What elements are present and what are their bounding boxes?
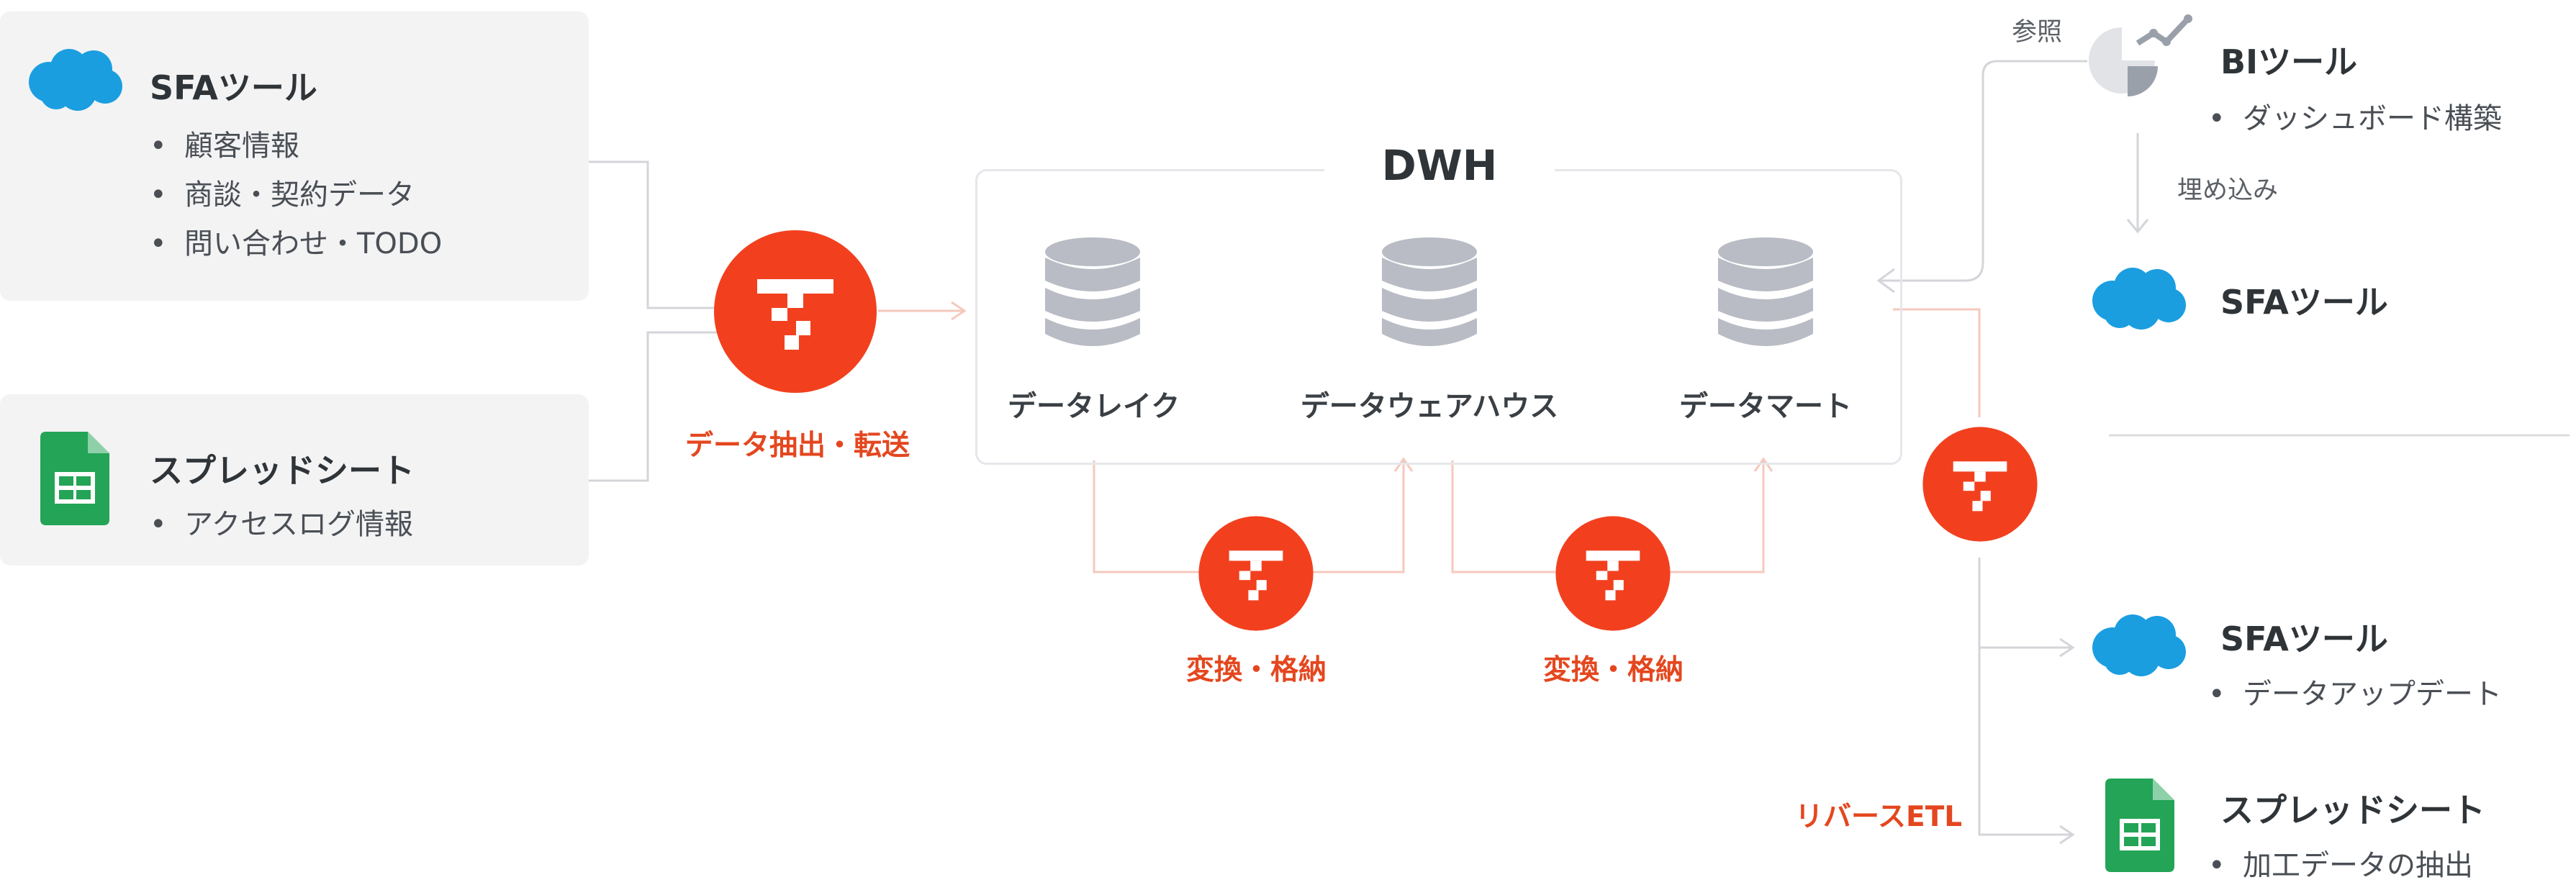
data-lake-label: データレイク (1008, 390, 1180, 423)
data-warehouse-database-icon (1382, 237, 1477, 346)
google-sheets-icon (40, 432, 109, 525)
salesforce-cloud-icon (29, 49, 122, 111)
reverse-to-sfa-arrowhead (2059, 637, 2075, 658)
embed-target-title: SFAツール (2220, 283, 2388, 322)
data-mart-database-icon (1718, 237, 1813, 346)
dest-sfa-title: SFAツール (2220, 620, 2388, 658)
transform-label-1: 変換・格納 (1186, 654, 1327, 686)
source-sfa-item: 商談・契約データ (150, 171, 415, 213)
data-mart-label: データマート (1679, 390, 1852, 423)
source-sheet-item: アクセスログ情報 (150, 501, 413, 543)
reverse-etl-label: リバースETL (1795, 801, 1963, 833)
source-sheet-title: スプレッドシート (150, 451, 415, 490)
bi-reference-arrowhead (1876, 268, 1895, 294)
embed-arrowhead (2126, 219, 2149, 234)
bi-title: BIツール (2220, 42, 2358, 81)
bi-item: ダッシュボード構築 (2208, 95, 2502, 137)
dwh-title: DWH (1324, 137, 1555, 194)
data-lake-database-icon (1045, 237, 1140, 346)
salesforce-cloud-icon (2092, 268, 2186, 330)
bi-reference-label: 参照 (2012, 18, 2063, 47)
extract-label: データ抽出・転送 (685, 430, 910, 462)
embed-label: 埋め込み (2177, 176, 2279, 205)
source-sfa-item: 問い合わせ・TODO (150, 220, 442, 262)
bi-reference-line (1879, 60, 2087, 282)
transform-node-1-icon (1198, 516, 1314, 631)
sfa-to-extract-line (589, 160, 720, 309)
reverse-to-sheet-line (1978, 648, 2073, 836)
extract-etl-node-icon (714, 230, 877, 393)
transform-label-2: 変換・格納 (1543, 654, 1684, 686)
reverse-etl-node-icon (1922, 427, 2038, 542)
datamart-to-reverse-line (1893, 308, 1981, 417)
transform-loop-1-arrowhead (1393, 457, 1414, 472)
salesforce-cloud-icon (2092, 614, 2186, 676)
sheet-to-extract-line (589, 331, 720, 482)
bi-chart-icon (2089, 14, 2192, 96)
dest-sfa-item: データアップデート (2208, 671, 2502, 712)
data-warehouse-label: データウェアハウス (1300, 390, 1559, 423)
transform-loop-2-arrowhead (1753, 457, 1773, 472)
google-sheets-icon (2105, 779, 2174, 872)
dest-sheet-title: スプレッドシート (2220, 791, 2485, 830)
dest-sheet-item: 加工データの抽出 (2208, 842, 2473, 884)
extract-to-dwh-arrowhead (951, 301, 967, 321)
reverse-to-sfa-line (1978, 558, 2073, 649)
reverse-to-sheet-arrowhead (2059, 825, 2075, 845)
source-sfa-item: 顧客情報 (150, 122, 299, 164)
source-sfa-title: SFAツール (150, 68, 317, 107)
transform-node-2-icon (1555, 516, 1671, 631)
